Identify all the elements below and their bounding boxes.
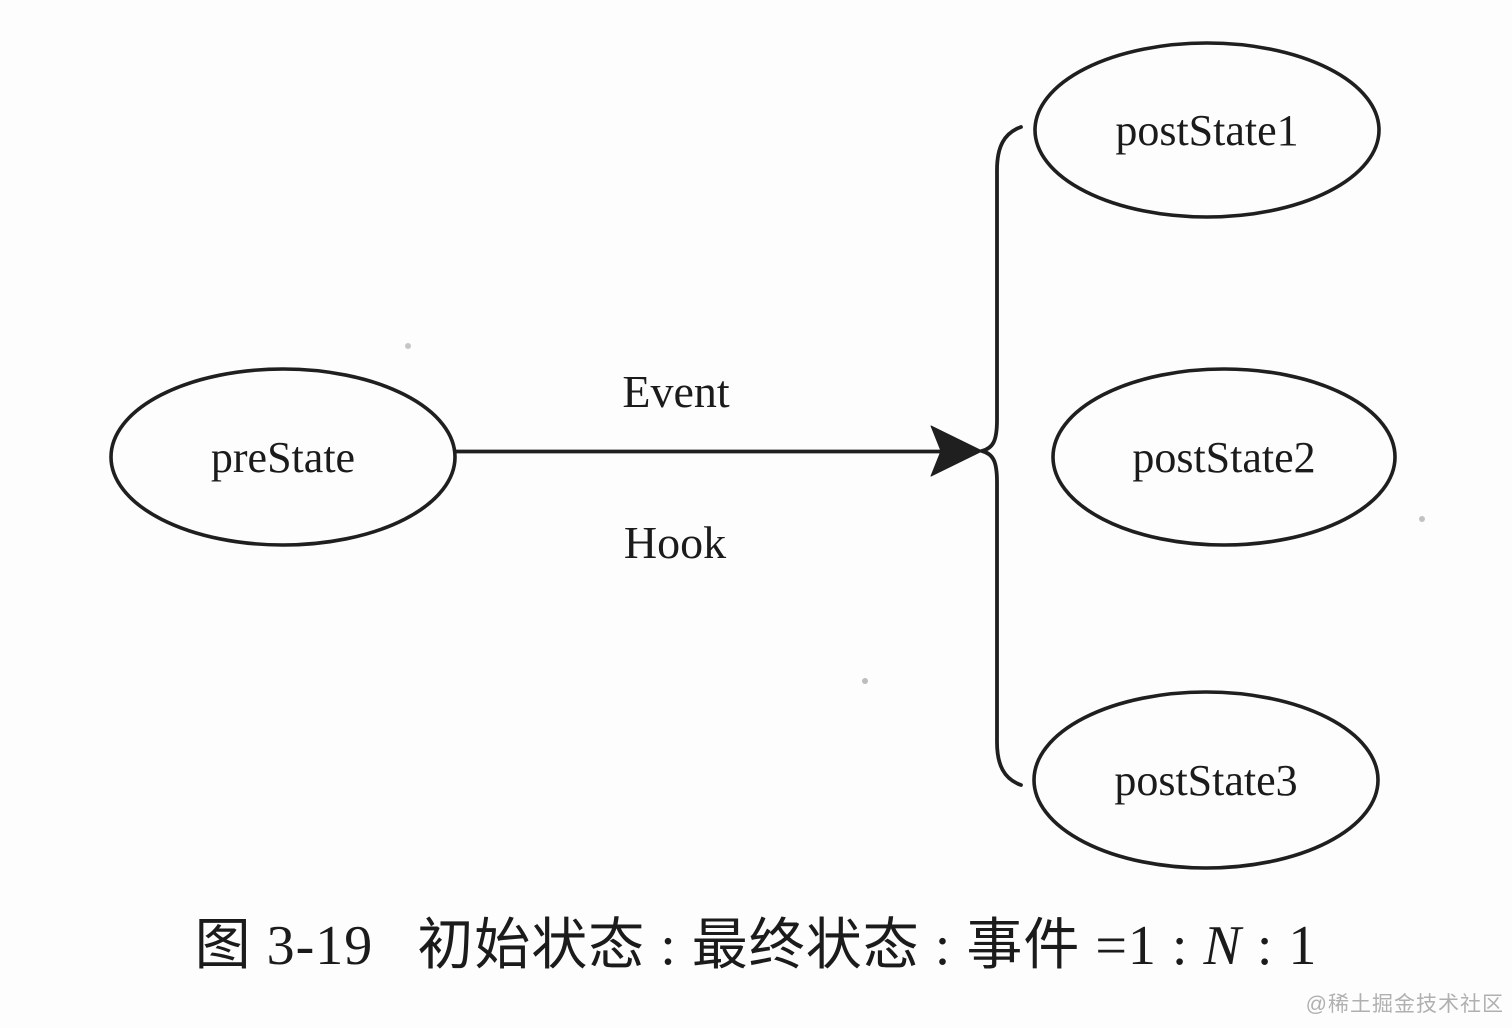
poststate2-label: postState2 [1132, 433, 1315, 482]
poststate3-label: postState3 [1114, 756, 1297, 805]
caption-text-tail: : 1 [1241, 915, 1318, 977]
scan-speck [405, 343, 411, 349]
fanout-brace-line [974, 125, 1023, 787]
prestate-node: preState [109, 367, 457, 547]
figure-number: 图 3-19 [194, 915, 374, 977]
poststate1-node: postState1 [1033, 41, 1381, 219]
caption-text: 初始状态 : 最终状态 : 事件 =1 : [417, 915, 1204, 977]
poststate2-ellipse [1051, 367, 1397, 547]
poststate3-ellipse [1032, 690, 1380, 870]
scan-speck [862, 678, 868, 684]
transition-arrowhead [930, 425, 983, 477]
poststate2-node: postState2 [1051, 367, 1397, 547]
prestate-label: preState [211, 433, 355, 482]
poststate1-ellipse [1033, 41, 1381, 219]
event-label: Event [622, 366, 730, 417]
scan-speck [1419, 516, 1425, 522]
prestate-ellipse [109, 367, 457, 547]
poststate1-label: postState1 [1115, 106, 1298, 155]
watermark-text: @稀土掘金技术社区 [1305, 993, 1504, 1016]
figure-caption: 图 3-19 初始状态 : 最终状态 : 事件 =1 : N : 1 [0, 900, 1512, 981]
poststate3-node: postState3 [1032, 690, 1380, 870]
hook-label: Hook [624, 517, 726, 568]
caption-variable-n: N [1203, 915, 1242, 977]
